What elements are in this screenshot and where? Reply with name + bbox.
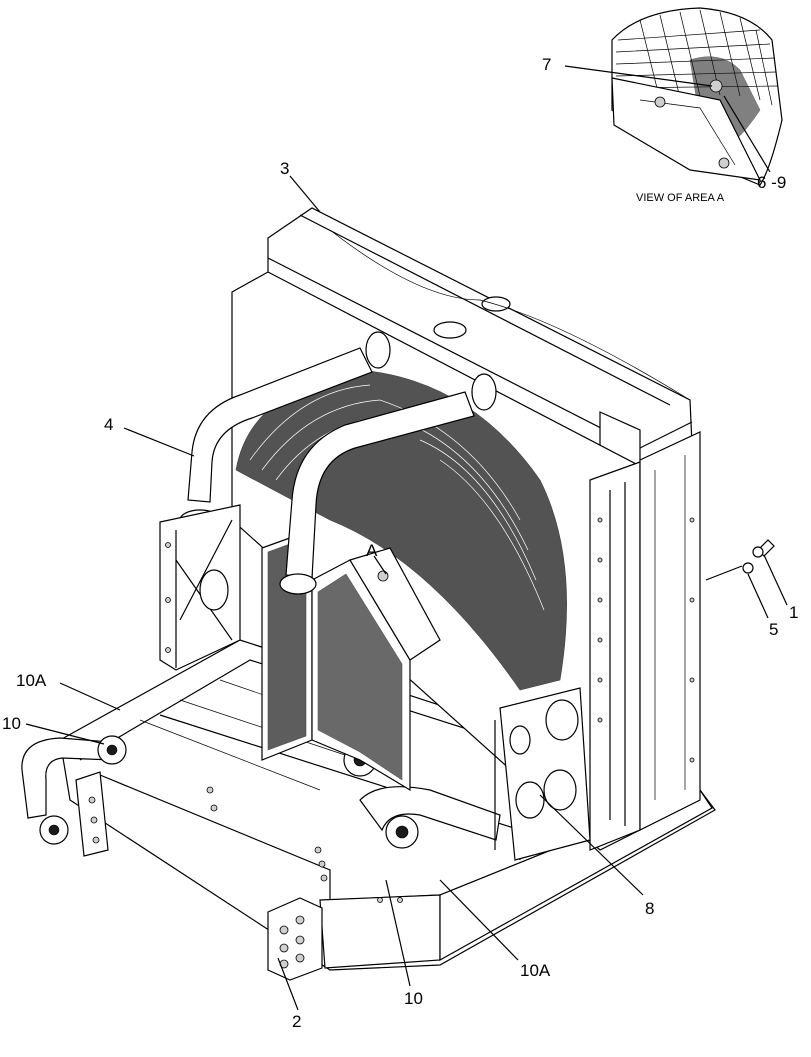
- inset-leader-6-9: [723, 95, 771, 173]
- callout-10a-left: 10A: [16, 671, 47, 690]
- callout-1: 1: [789, 603, 798, 622]
- inset-leader-7: [564, 65, 713, 87]
- side-rivets: [597, 517, 695, 763]
- mounting-bracket: [267, 897, 323, 981]
- callout-10-left: 10: [2, 714, 21, 733]
- inset-callout-7: 7: [542, 55, 551, 74]
- callout-2: 2: [292, 1012, 301, 1031]
- lower-hose-left: [21, 735, 127, 845]
- left-support: [159, 504, 241, 671]
- area-a-marker: A: [366, 541, 378, 560]
- right-support: [494, 687, 591, 861]
- callout-5: 5: [769, 620, 778, 639]
- inset-title: VIEW OF AREA A: [636, 192, 725, 204]
- callout-4: 4: [104, 415, 113, 434]
- callout-10a-bottom: 10A: [520, 961, 551, 980]
- drain-fitting: [705, 539, 775, 581]
- inset-callout-6-9: 6 -9: [757, 173, 786, 192]
- callout-10-bottom: 10: [404, 989, 423, 1008]
- callout-3: 3: [280, 159, 289, 178]
- tube-core-block: [261, 529, 441, 792]
- leader-lines: [25, 175, 788, 1011]
- frame-bolts: [206, 786, 403, 903]
- callout-8: 8: [645, 899, 654, 918]
- inset-view-area-a: 7 6 -9 VIEW OF AREA A: [542, 7, 786, 204]
